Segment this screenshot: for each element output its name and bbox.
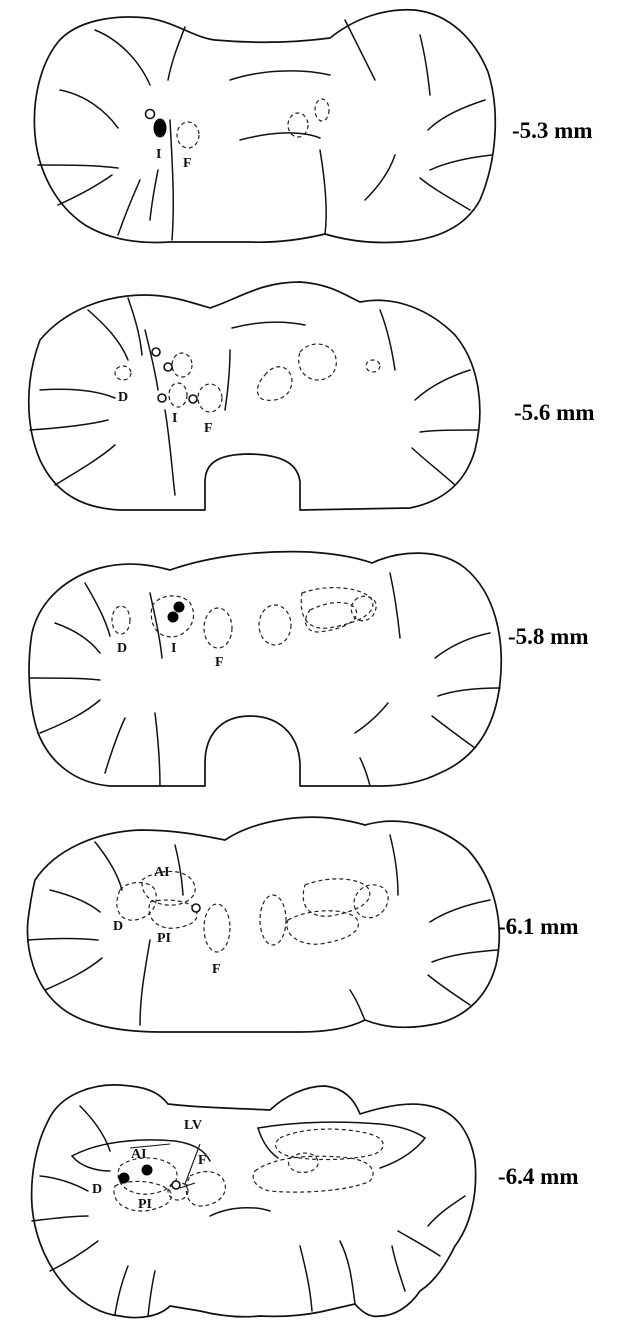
nucleus-label-I: I	[172, 411, 177, 426]
nucleus-label-I: I	[171, 641, 176, 656]
nucleus-label-D: D	[113, 919, 123, 934]
open-circle-marker	[158, 394, 166, 402]
nucleus-label-PI: PI	[157, 931, 171, 946]
cerebellum-outline	[32, 1085, 476, 1318]
cerebellum-outline	[29, 282, 480, 510]
cerebellum-outline	[27, 817, 499, 1032]
filled-circle-marker	[168, 612, 178, 622]
nucleus-label-AI: AI	[154, 865, 170, 880]
nucleus-label-F: F	[204, 421, 213, 436]
filled-circle-marker	[154, 119, 166, 137]
level-label: -5.8 mm	[508, 624, 588, 650]
level-label: -5.6 mm	[514, 400, 594, 426]
level-label: -6.4 mm	[498, 1164, 578, 1190]
nucleus-label-D: D	[118, 390, 128, 405]
open-circle-marker	[192, 904, 200, 912]
filled-circle-marker	[142, 1165, 152, 1175]
section-5-6mm: D I F -5.6 mm	[0, 270, 623, 530]
filled-circle-marker	[119, 1173, 129, 1183]
section-6-4mm: LV AI F D PI -6.4 mm	[0, 1066, 623, 1321]
open-circle-marker	[164, 363, 172, 371]
nucleus-label-F: F	[183, 156, 192, 171]
filled-circle-marker	[174, 602, 184, 612]
nucleus-label-I: I	[156, 147, 161, 162]
nucleus-label-AI: AI	[131, 1147, 147, 1162]
level-label: -6.1 mm	[498, 914, 578, 940]
nucleus-label-F: F	[198, 1153, 207, 1168]
section-5-8mm: D I F -5.8 mm	[0, 538, 623, 800]
nucleus-label-F: F	[215, 655, 224, 670]
nucleus-label-D: D	[92, 1182, 102, 1197]
cerebellum-outline	[29, 552, 501, 786]
open-circle-marker	[146, 110, 155, 119]
nucleus-label-D: D	[117, 641, 127, 656]
section-6-1mm: AI D PI F -6.1 mm	[0, 810, 623, 1060]
section-5-3mm: I F -5.3 mm	[0, 0, 623, 260]
open-circle-marker	[152, 348, 160, 356]
open-circle-marker	[189, 395, 197, 403]
section-5-8mm-drawing: D I F	[0, 538, 623, 800]
nucleus-label-PI: PI	[138, 1197, 152, 1212]
nucleus-label-F: F	[212, 962, 221, 977]
nucleus-label-LV: LV	[184, 1118, 202, 1133]
cerebellum-outline	[34, 10, 495, 243]
section-6-4mm-drawing: LV AI F D PI	[0, 1066, 623, 1321]
level-label: -5.3 mm	[512, 118, 592, 144]
open-circle-marker	[172, 1181, 180, 1189]
